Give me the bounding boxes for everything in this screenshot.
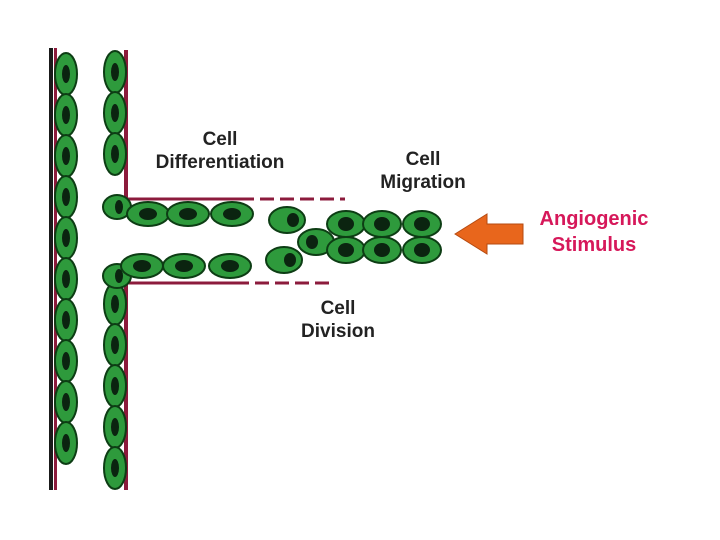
vessel-cell-left (54, 52, 78, 96)
cell-nucleus (139, 208, 157, 220)
cell-division-line2: Division (301, 321, 375, 342)
dividing-cell (268, 206, 306, 234)
cell-nucleus (111, 377, 119, 395)
cell-differentiation-line2: Differentiation (155, 152, 285, 173)
cell-nucleus (221, 260, 239, 272)
vessel-cell-inner (103, 282, 127, 326)
migrating-cell (402, 236, 442, 264)
cell-migration-label: Cell Migration (363, 148, 483, 194)
vessel-cell-inner (103, 323, 127, 367)
differentiated-cell (210, 201, 254, 227)
arrow-left-icon (454, 213, 524, 255)
dividing-cell (297, 228, 335, 256)
differentiated-cell (166, 201, 210, 227)
cell-nucleus (115, 269, 123, 283)
cell-differentiation-line1: Cell (202, 129, 238, 150)
cell-nucleus (62, 147, 70, 165)
cell-nucleus (414, 243, 430, 257)
inner-vessel-wall-upper (124, 50, 128, 198)
vessel-cell-left (54, 257, 78, 301)
cell-nucleus (62, 393, 70, 411)
cell-nucleus (111, 459, 119, 477)
cell-nucleus (62, 434, 70, 452)
cell-nucleus (223, 208, 241, 220)
cell-nucleus (374, 243, 390, 257)
differentiated-cell (162, 253, 206, 279)
cell-division-line1: Cell (320, 298, 356, 319)
cell-nucleus (62, 65, 70, 83)
cell-nucleus (374, 217, 390, 231)
cell-differentiation-label: Cell Differentiation (130, 128, 310, 174)
vessel-cell-inner (103, 364, 127, 408)
cell-migration-line1: Cell (405, 149, 441, 170)
cell-nucleus (62, 229, 70, 247)
cell-nucleus (111, 418, 119, 436)
cell-nucleus (338, 217, 354, 231)
cell-nucleus (111, 63, 119, 81)
vessel-cell-inner (103, 446, 127, 490)
cell-nucleus (62, 352, 70, 370)
migrating-cell (326, 210, 366, 238)
vessel-cell-left (54, 298, 78, 342)
cell-nucleus (338, 243, 354, 257)
cell-migration-line2: Migration (380, 172, 466, 193)
angiogenic-stimulus-line2: Stimulus (551, 234, 637, 256)
vessel-cell-inner (103, 91, 127, 135)
cell-nucleus (111, 295, 119, 313)
sprout-wall-lines (126, 197, 345, 285)
cell-nucleus (287, 213, 299, 227)
angiogenic-stimulus-label: Angiogenic Stimulus (520, 206, 668, 258)
cell-nucleus (111, 336, 119, 354)
vessel-cell-left (54, 339, 78, 383)
cell-nucleus (179, 208, 197, 220)
vessel-cell-inner (103, 132, 127, 176)
angiogenic-stimulus-line1: Angiogenic (539, 208, 649, 230)
angiogenic-arrow (454, 213, 524, 255)
differentiated-cell (126, 201, 170, 227)
migrating-cell (362, 236, 402, 264)
migrating-cell (402, 210, 442, 238)
vessel-cell-left (54, 134, 78, 178)
cell-nucleus (175, 260, 193, 272)
cell-nucleus (62, 106, 70, 124)
vessel-cell-inner (103, 405, 127, 449)
sprout-corner-cell (102, 194, 132, 220)
cell-nucleus (111, 145, 119, 163)
differentiated-cell (120, 253, 164, 279)
cell-nucleus (62, 311, 70, 329)
differentiated-cell (208, 253, 252, 279)
vessel-cell-left (54, 380, 78, 424)
vessel-cell-inner (103, 50, 127, 94)
left-vessel-wall-dark (49, 48, 53, 490)
vessel-cell-left (54, 93, 78, 137)
endothelial-cells (54, 50, 442, 490)
vessel-cell-left (54, 421, 78, 465)
cell-nucleus (284, 253, 296, 267)
cell-nucleus (414, 217, 430, 231)
cell-nucleus (111, 104, 119, 122)
cell-nucleus (62, 270, 70, 288)
cell-nucleus (62, 188, 70, 206)
cell-nucleus (133, 260, 151, 272)
vessel-cell-left (54, 216, 78, 260)
dividing-cell (265, 246, 303, 274)
migrating-cell (326, 236, 366, 264)
migrating-cell (362, 210, 402, 238)
cell-nucleus (115, 200, 123, 214)
cell-nucleus (306, 235, 318, 249)
vessel-cell-left (54, 175, 78, 219)
cell-division-label: Cell Division (278, 297, 398, 343)
